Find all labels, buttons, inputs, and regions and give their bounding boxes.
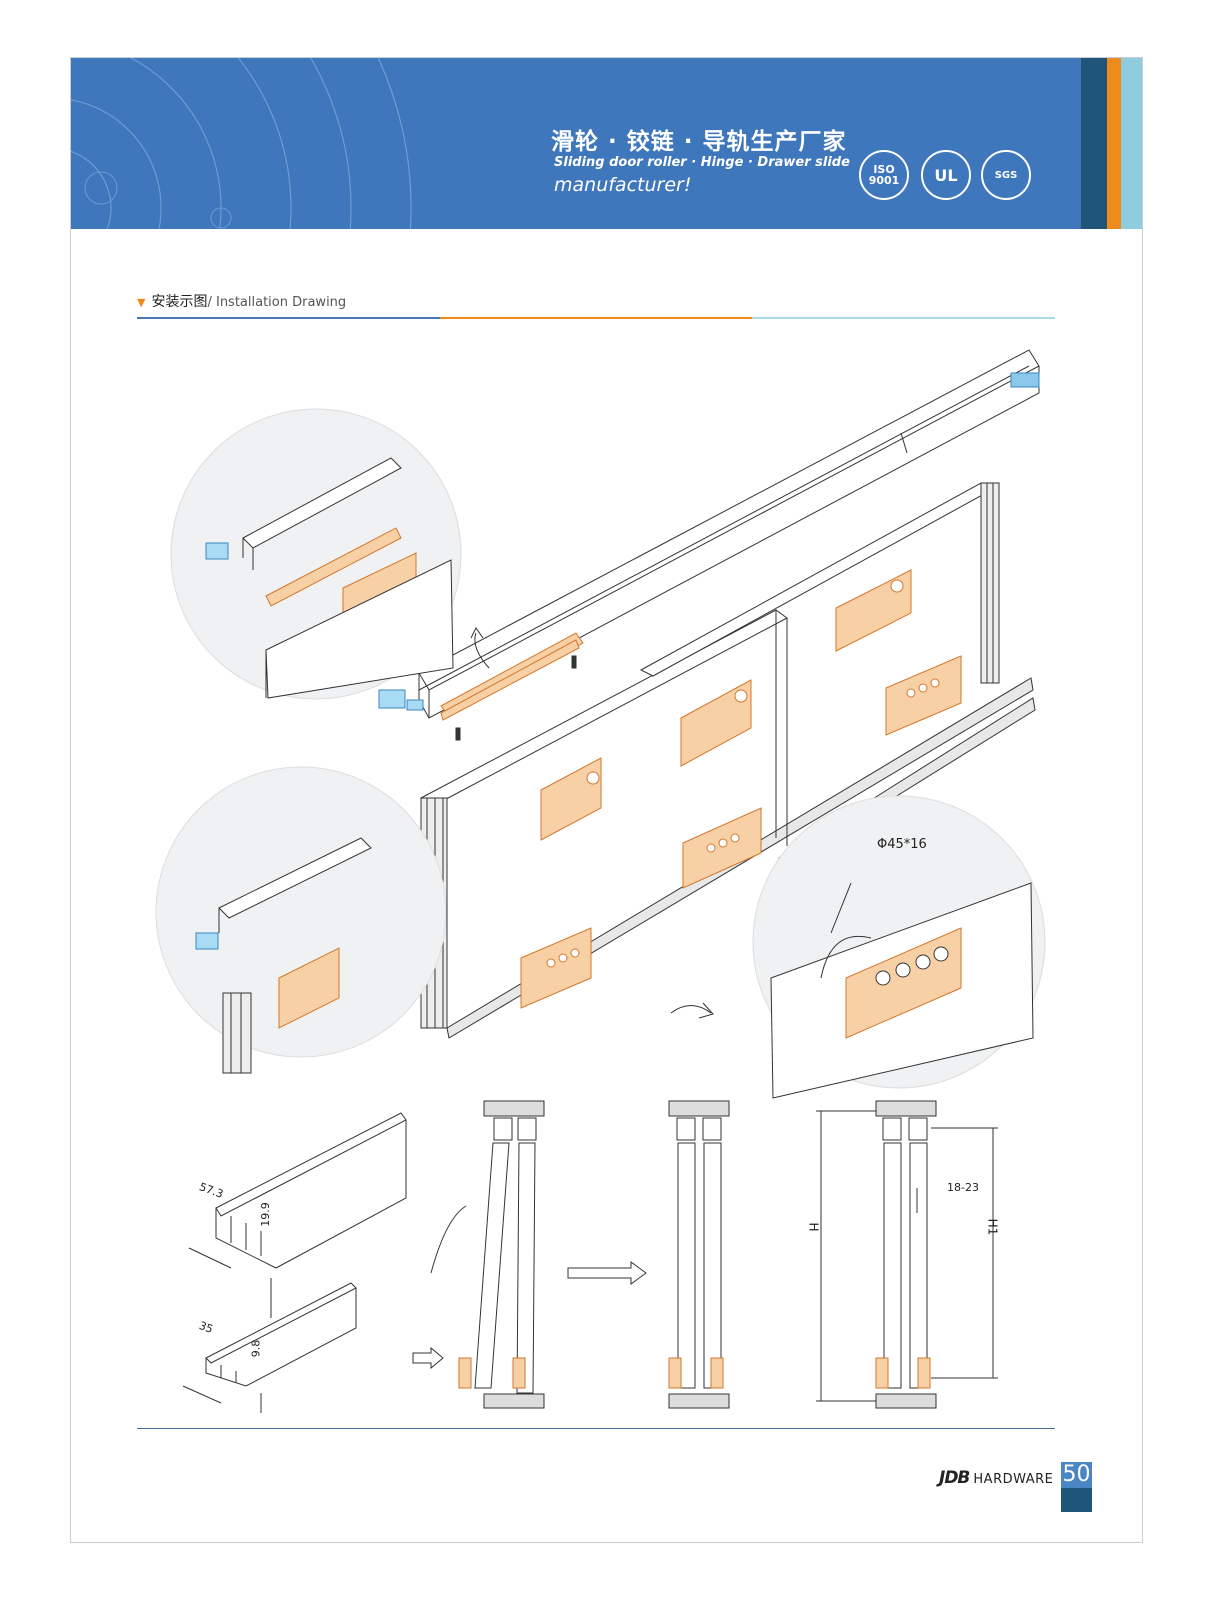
sgs-seal-icon: SGS — [981, 150, 1031, 200]
detail-circle-middle — [155, 766, 447, 1074]
height1-dimension-label: H1 — [985, 1218, 1000, 1236]
triangle-down-icon: ▼ — [137, 296, 146, 309]
section-view-3 — [816, 1100, 998, 1409]
header-title-cn: 滑轮 · 铰链 · 导轨生产厂家 — [551, 129, 847, 155]
section-title: ▼ 安装示图/ Installation Drawing — [137, 291, 346, 311]
section-divider — [137, 317, 1055, 319]
top-track-height-label: 19.9 — [258, 1202, 272, 1227]
flow-arrows — [470, 627, 714, 1019]
catalog-page: 滑轮 · 铰链 · 导轨生产厂家 Sliding door roller · H… — [70, 57, 1143, 1543]
top-roller-brackets — [540, 569, 912, 841]
brand-name: HARDWARE — [973, 1472, 1054, 1487]
top-guide-fitting — [440, 632, 584, 721]
header-stripe-orange — [1107, 58, 1121, 229]
ul-mark-icon: UL — [921, 150, 971, 200]
brand-logo: JDB — [939, 1468, 970, 1488]
screws — [455, 655, 577, 741]
installation-drawing — [155, 349, 1046, 1413]
gap-dimension-label: 18-23 — [947, 1181, 979, 1194]
top-track-profile — [188, 1112, 407, 1318]
section-title-en: / Installation Drawing — [207, 295, 347, 310]
page-number-tab — [1061, 1488, 1092, 1512]
bottom-roller-brackets — [520, 655, 962, 1009]
top-track-drawing — [418, 349, 1040, 719]
section-view-1 — [412, 1100, 647, 1409]
stopper-clip — [378, 689, 424, 711]
header-banner: 滑轮 · 铰链 · 导轨生产厂家 Sliding door roller · H… — [71, 58, 1106, 229]
header-title-en: Sliding door roller · Hinge · Drawer sli… — [554, 155, 850, 170]
section-view-2 — [668, 1100, 730, 1409]
height-dimension-label: H — [806, 1222, 821, 1232]
decorative-circles — [71, 58, 412, 229]
hole-size-label: Φ45*16 — [877, 837, 927, 852]
iso9001-seal-icon: ISO 9001 — [859, 150, 909, 200]
section-fittings — [458, 1357, 931, 1389]
bottom-track-height-label: 9.8 — [249, 1339, 263, 1358]
footer-divider — [137, 1428, 1055, 1429]
bottom-track-profile — [182, 1282, 357, 1413]
page-number: 50 — [1061, 1462, 1092, 1488]
detail-circle-top — [170, 408, 462, 700]
header-stripe-dark — [1081, 58, 1107, 229]
detail-circle-right — [752, 795, 1046, 1099]
section-title-cn: 安装示图 — [151, 294, 208, 310]
header-title-en-2: manufacturer! — [554, 174, 692, 196]
header-stripe-light — [1121, 58, 1142, 229]
